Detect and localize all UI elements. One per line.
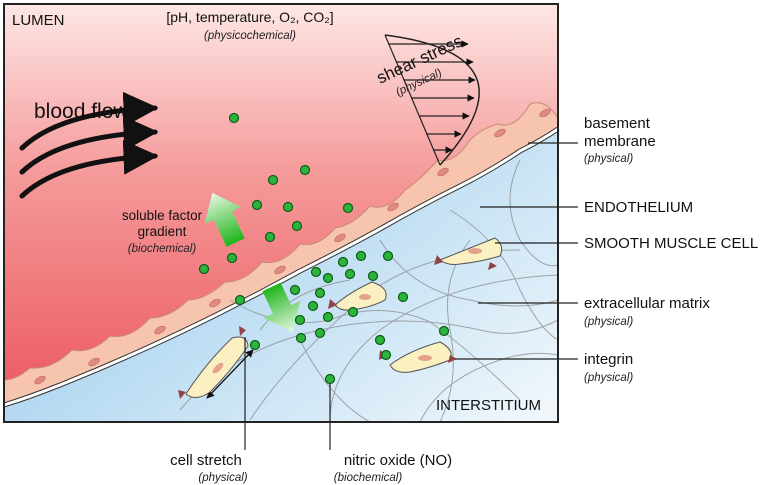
extracellular-matrix-type: (physical) xyxy=(584,316,633,328)
interstitium-label: INTERSTITIUM xyxy=(436,397,541,414)
extracellular-matrix-label: extracellular matrix xyxy=(584,295,710,312)
soluble-factor-line2: gradient xyxy=(138,224,187,239)
soluble-factor-line1: soluble factor xyxy=(122,208,203,223)
smooth-muscle-cell xyxy=(328,281,387,311)
soluble-factor-gradient-down-arrow xyxy=(262,282,301,333)
nitric-oxide-type: (biochemical) xyxy=(334,472,403,484)
blood-flow-label: blood flow xyxy=(34,100,129,123)
soluble-factor-type: (biochemical) xyxy=(128,243,197,255)
basement-membrane-type: (physical) xyxy=(584,153,633,165)
smooth-muscle-cell xyxy=(434,237,503,270)
soluble-factor-gradient-up-arrow xyxy=(204,192,245,247)
endothelial-nuclei xyxy=(34,108,551,385)
smooth-muscle-cell-label: SMOOTH MUSCLE CELL xyxy=(584,235,758,252)
endothelium-label: ENDOTHELIUM xyxy=(584,199,693,216)
cell-stretch-type: (physical) xyxy=(198,472,247,484)
basement-membrane-line1: basement xyxy=(584,115,651,132)
shear-stress-profile xyxy=(384,34,480,166)
integrin-label: integrin xyxy=(584,351,633,368)
physicochemical-type: (physicochemical) xyxy=(204,30,296,42)
basement-membrane-line2: membrane xyxy=(584,133,656,150)
nitric-oxide-label: nitric oxide (NO) xyxy=(344,452,452,469)
soluble-factor-dots xyxy=(198,112,450,385)
lumen-label: LUMEN xyxy=(12,12,65,29)
diagram-border xyxy=(3,3,559,423)
cell-stretch-label: cell stretch xyxy=(170,452,242,469)
integrin-type: (physical) xyxy=(584,372,633,384)
smooth-muscle-cell xyxy=(178,326,249,399)
blood-flow-arrows xyxy=(19,91,159,199)
physicochemical-title: [pH, temperature, O₂, CO₂] xyxy=(166,9,333,25)
leader-lines xyxy=(244,142,578,450)
